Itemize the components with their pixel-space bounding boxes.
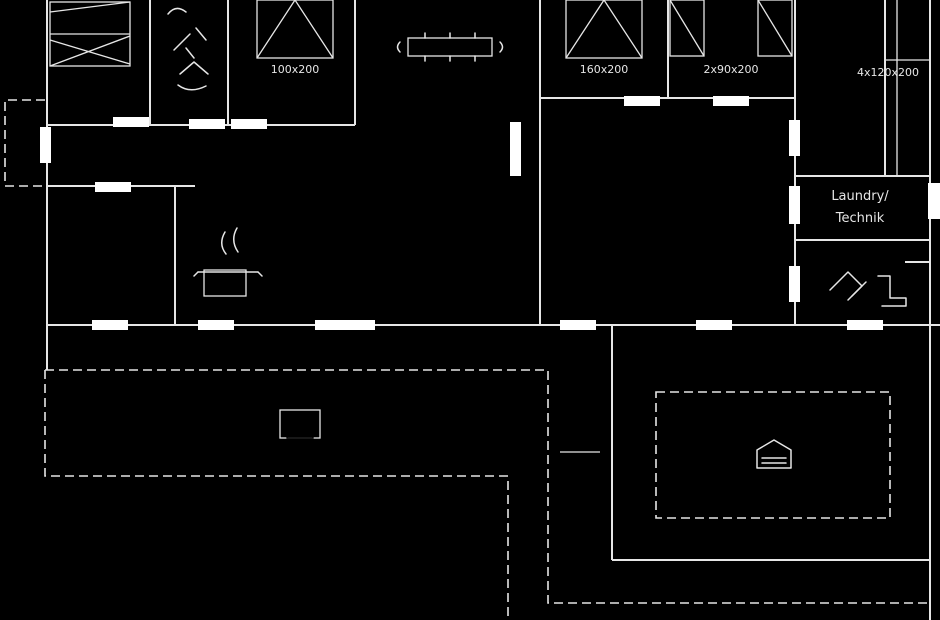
utility-label-line1: Laundry/ (831, 189, 889, 204)
bed-size-label-2: 160x200 (580, 63, 629, 76)
bunk-bed-icon (49, 1, 131, 67)
cooking-pot-icon (193, 227, 263, 297)
toilet-icon-2 (829, 271, 907, 307)
fireplace-icon (279, 409, 321, 439)
bed-icon-3: 2x90x200 (669, 0, 793, 76)
terrace-outlines (4, 99, 930, 620)
bed-size-label-4: 4x120x200 (857, 66, 919, 79)
walls (46, 0, 940, 620)
utility-label-line2: Technik (835, 211, 885, 226)
bed-icon-4: 4x120x200 (857, 0, 930, 176)
bed-icon-1: 100x200 (256, 0, 334, 76)
utility-room-label: Laundry/ Technik (831, 189, 889, 226)
bed-size-label-1: 100x200 (271, 63, 320, 76)
bed-icon-2: 160x200 (565, 0, 643, 76)
garage-icon (756, 439, 792, 469)
bed-size-label-3: 2x90x200 (703, 63, 758, 76)
toilet-icon-1 (167, 7, 209, 91)
doors (40, 96, 940, 330)
dining-table-icon (396, 32, 504, 62)
